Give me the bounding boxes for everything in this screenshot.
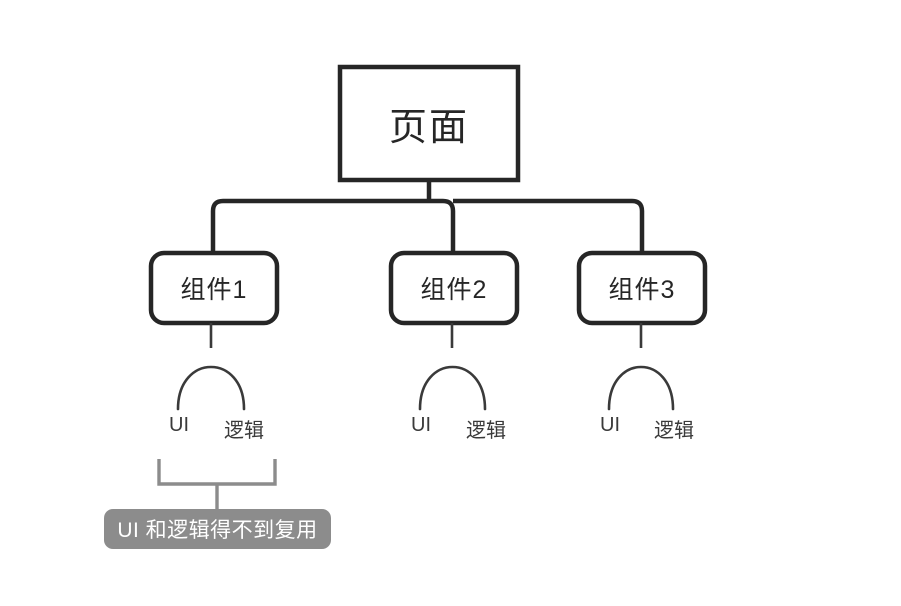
component-box-3 — [576, 250, 708, 326]
annotation-badge: UI 和逻辑得不到复用 — [104, 509, 331, 549]
component-2-leaf-logic: 逻辑 — [466, 420, 506, 442]
component-3-leaf-arch — [607, 365, 675, 411]
tree-bus-left-branch — [210, 198, 429, 253]
component-box-2 — [388, 250, 520, 326]
component-2-leaf-ui: UI — [411, 414, 431, 436]
component-1-leaf-arch — [176, 365, 246, 411]
component-2-leaf-arch — [418, 365, 487, 411]
component-3-leaf-ui: UI — [600, 414, 620, 436]
component-1-leaf-logic: 逻辑 — [224, 420, 264, 442]
component-3-leaf-logic: 逻辑 — [654, 420, 694, 442]
tree-bus-middle-branch — [429, 198, 456, 253]
component-1-leaf-ui: UI — [169, 414, 189, 436]
tree-bus-right-branch — [453, 198, 645, 253]
root-node-box — [337, 64, 521, 183]
component-box-1 — [148, 250, 280, 326]
annotation-bracket — [157, 459, 277, 486]
